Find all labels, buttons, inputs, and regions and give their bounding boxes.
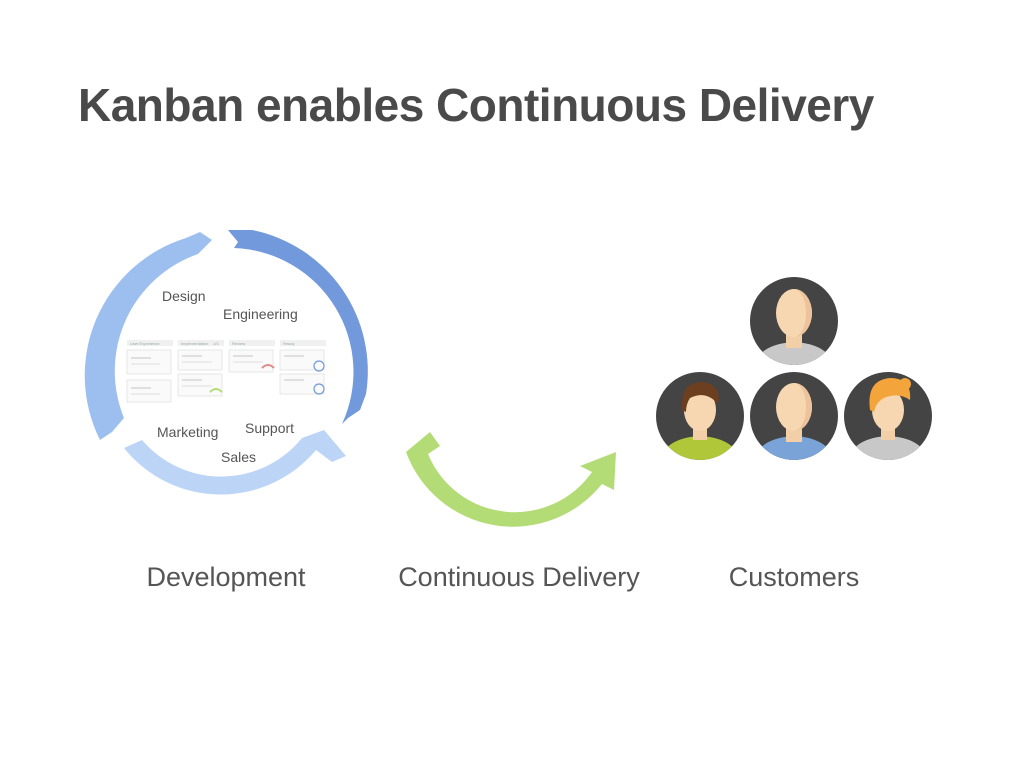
- team-label-sales: Sales: [221, 449, 256, 465]
- customer-avatar: [844, 372, 932, 460]
- customer-avatar: [750, 277, 838, 365]
- board-card: [177, 349, 223, 371]
- continuous-delivery-arrow: [406, 432, 616, 527]
- board-card: [279, 373, 325, 395]
- board-card: [228, 349, 274, 373]
- team-label-design: Design: [162, 288, 206, 304]
- customer-avatar: [750, 372, 838, 460]
- board-column-header: [178, 340, 224, 346]
- board-column-header: [127, 340, 173, 346]
- board-column-header: [229, 340, 275, 346]
- team-labels: Design Engineering Marketing Support Sal…: [157, 288, 298, 465]
- board-column-title: Ready: [283, 341, 295, 346]
- team-label-marketing: Marketing: [157, 424, 218, 440]
- development-cycle: [84, 230, 368, 495]
- cycle-arrow-sales: [124, 430, 346, 495]
- board-column-title: Review: [232, 341, 245, 346]
- board-card: [177, 373, 223, 397]
- board-card: [279, 349, 325, 371]
- board-wip-limit: 1/3: [213, 341, 219, 346]
- board-column-title: User Experience: [130, 341, 160, 346]
- board-column-header: [280, 340, 326, 346]
- team-label-engineering: Engineering: [223, 306, 298, 322]
- customers-caption: Customers: [728, 562, 860, 592]
- development-caption: Development: [146, 562, 306, 592]
- customer-avatar: [656, 372, 744, 460]
- board-card: [126, 349, 172, 375]
- continuous-delivery-caption: Continuous Delivery: [398, 562, 640, 592]
- slide-title: Kanban enables Continuous Delivery: [78, 79, 874, 131]
- cycle-arrow-engineering: [228, 230, 368, 424]
- board-column-title: Implementation: [181, 341, 208, 346]
- cycle-arrow-design: [84, 232, 212, 440]
- kanban-board: User Experience Implementation 1/3 Revie…: [126, 340, 326, 403]
- team-label-support: Support: [245, 420, 294, 436]
- board-card: [126, 379, 172, 403]
